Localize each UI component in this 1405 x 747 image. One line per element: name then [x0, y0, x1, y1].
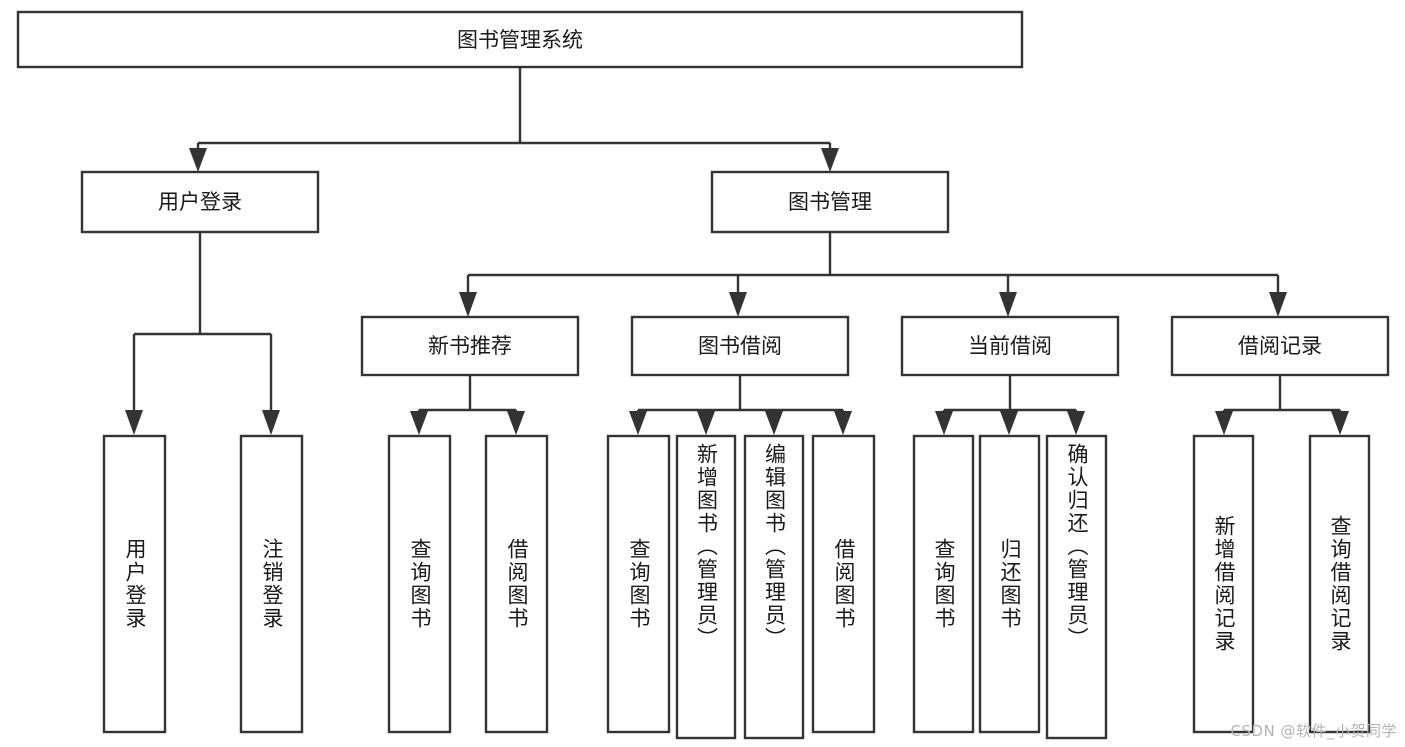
arrow-leaf-edit-book-admin: [765, 411, 783, 435]
node-leaf-query-book-1-box[interactable]: [387, 434, 452, 734]
node-borrow-record[interactable]: 借阅记录: [1170, 315, 1390, 377]
node-leaf-query-book-2-box[interactable]: [606, 434, 671, 734]
node-leaf-add-book-admin-box[interactable]: [675, 434, 737, 740]
node-root[interactable]: 图书管理系统: [16, 10, 1024, 69]
node-leaf-edit-book-admin-box[interactable]: [743, 434, 805, 740]
node-current-borrow-box[interactable]: [900, 315, 1120, 377]
arrow-leaf-logout: [262, 410, 280, 435]
node-book-borrow-box[interactable]: [630, 315, 850, 377]
node-book-manage[interactable]: 图书管理: [710, 170, 950, 234]
arrow-leaf-user-login: [125, 410, 143, 435]
node-root-box[interactable]: [16, 10, 1024, 69]
arrow-current-borrow: [999, 292, 1017, 317]
node-book-manage-label: 图书管理: [788, 190, 872, 214]
node-borrow-record-box[interactable]: [1170, 315, 1390, 377]
node-user-login-label: 用户登录: [158, 190, 242, 214]
node-new-book-rec-box[interactable]: [360, 315, 580, 377]
node-leaf-user-login-box[interactable]: [102, 434, 167, 734]
node-current-borrow-label: 当前借阅: [968, 334, 1052, 358]
arrow-book-borrow: [729, 292, 747, 317]
arrow-user-login: [189, 148, 207, 172]
node-current-borrow[interactable]: 当前借阅: [900, 315, 1120, 377]
connector-group: [125, 67, 1349, 435]
node-root-label: 图书管理系统: [457, 28, 583, 52]
watermark: CSDN @软件_小贺同学: [1230, 722, 1397, 740]
arrow-leaf-return-book: [1000, 411, 1018, 435]
node-user-login-box[interactable]: [80, 170, 320, 234]
node-leaf-borrow-book-1-box[interactable]: [484, 434, 549, 734]
node-new-book-rec[interactable]: 新书推荐: [360, 315, 580, 377]
node-borrow-record-label: 借阅记录: [1238, 334, 1322, 358]
node-leaf-confirm-return-box[interactable]: [1045, 434, 1108, 740]
arrow-leaf-confirm-return: [1067, 411, 1085, 435]
arrow-book-manage: [821, 148, 839, 172]
arrow-leaf-query-book-3: [935, 411, 953, 435]
arrow-leaf-borrow-book-1: [507, 411, 525, 435]
node-new-book-rec-label: 新书推荐: [428, 334, 512, 358]
node-leaf-add-borrow-record-box[interactable]: [1192, 434, 1255, 734]
arrow-leaf-borrow-book-2: [834, 411, 852, 435]
node-leaf-query-book-3-box[interactable]: [912, 434, 975, 734]
node-leaf-borrow-book-2-box[interactable]: [811, 434, 876, 734]
node-user-login[interactable]: 用户登录: [80, 170, 320, 234]
node-leaf-logout-box[interactable]: [239, 434, 304, 734]
node-book-borrow[interactable]: 图书借阅: [630, 315, 850, 377]
node-book-borrow-label: 图书借阅: [698, 334, 782, 358]
arrow-leaf-query-book-1: [410, 411, 428, 435]
node-book-manage-box[interactable]: [710, 170, 950, 234]
arrow-leaf-add-book-admin: [697, 411, 715, 435]
arrow-borrow-record: [1269, 292, 1287, 317]
node-leaf-query-borrow-record-box[interactable]: [1308, 434, 1371, 734]
arrow-leaf-query-borrow-record: [1331, 411, 1349, 435]
node-leaf-return-book-box[interactable]: [978, 434, 1041, 734]
arrow-new-book-rec: [459, 292, 477, 317]
arrow-leaf-query-book-2: [629, 411, 647, 435]
arrow-leaf-add-borrow-record: [1215, 411, 1233, 435]
